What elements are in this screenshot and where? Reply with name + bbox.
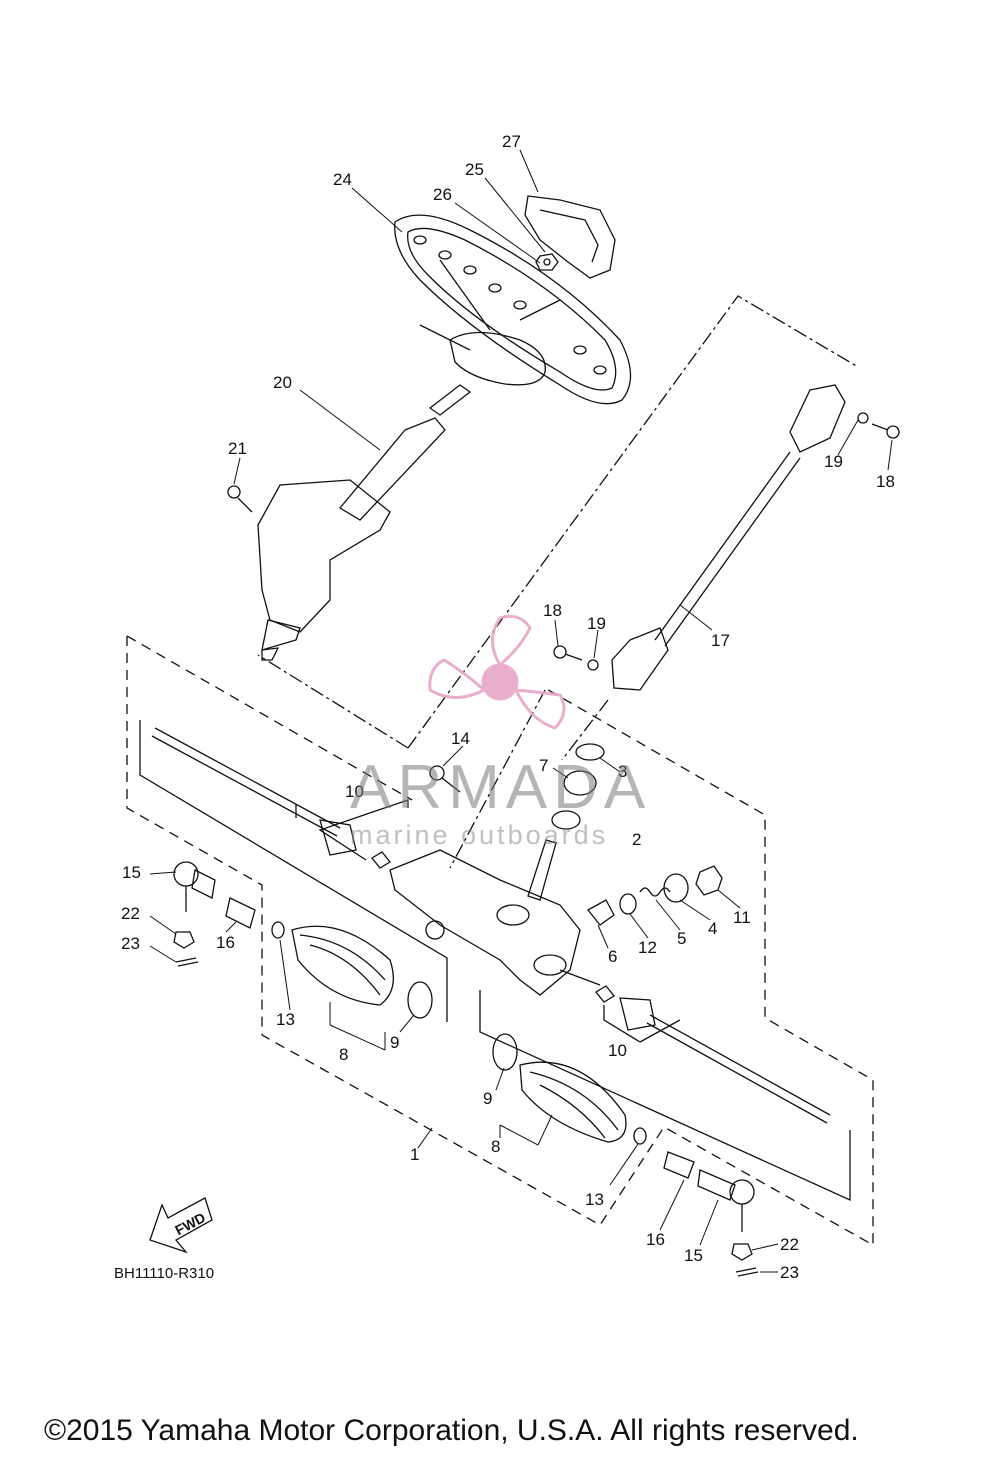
callout-4: 4 [708,919,718,938]
callout-1: 1 [410,1145,420,1164]
boot-clamp [633,1127,647,1145]
nut [535,253,559,271]
bolt [871,423,900,439]
steering-shaft [611,384,846,691]
callout-26: 26 [433,185,452,204]
steering-wheel [394,214,632,405]
callout-16: 16 [216,933,235,952]
callout-10: 10 [345,782,364,801]
callout-19: 19 [824,452,843,471]
tie-rod-end [173,861,216,912]
diagram-code: BH11110-R310 [114,1265,215,1282]
circlip [563,770,597,796]
washer [857,412,869,424]
pinion-gear [527,839,557,901]
callout-17: 17 [711,631,730,650]
callout-16: 16 [646,1230,665,1249]
tie-rod-end [697,1169,755,1232]
callout-13: 13 [585,1190,604,1209]
rack-housing [389,849,601,996]
watermark-brand: ARMADA [350,753,652,822]
boot-clamp [492,1033,518,1071]
adjusting-bolt [663,873,689,903]
callout-8: 8 [339,1045,349,1064]
callout-15: 15 [122,863,141,882]
callout-14: 14 [451,729,470,748]
callout-11: 11 [733,908,751,927]
rack-guide [587,899,615,926]
callout-24: 24 [333,170,352,189]
lock-nut [663,1151,695,1179]
bearing [551,810,581,830]
callout-13: 13 [276,1010,295,1029]
fwd-arrow-icon [149,1197,213,1254]
callout-9: 9 [390,1033,400,1052]
callout-25: 25 [465,160,484,179]
copyright-notice: ©2015 Yamaha Motor Corporation, U.S.A. A… [44,1414,859,1447]
tie-rod [619,997,831,1124]
tie-rod [151,727,357,856]
lock-washer [371,851,391,869]
castle-nut [731,1243,753,1261]
rack-boot [519,1061,627,1143]
callout-6: 6 [608,947,618,966]
callout-9: 9 [483,1089,493,1108]
watermark-logo-icon [428,614,566,730]
callout-22: 22 [780,1235,799,1254]
lock-nut [225,897,256,929]
lock-washer [595,985,615,1003]
boot-clamp [407,981,433,1019]
callout-12: 12 [638,938,657,957]
castle-nut [173,931,195,949]
leader-lines [149,149,893,1273]
bolt [429,765,461,793]
washer [587,659,599,671]
callout-3: 3 [618,762,628,781]
callout-19: 19 [587,614,606,633]
column-assembly-frame [257,654,409,749]
cotter-pin [735,1267,759,1277]
shaft-assembly-frame [407,295,859,749]
callout-8: 8 [491,1137,501,1156]
callout-15: 15 [684,1246,703,1265]
bolt [227,485,253,513]
callout-5: 5 [677,929,687,948]
spring [639,887,671,897]
steering-column [257,384,472,661]
boot-clamp [271,921,285,939]
callout-27: 27 [502,132,521,151]
callout-23: 23 [780,1263,799,1282]
callout-18: 18 [876,472,895,491]
callout-18: 18 [543,601,562,620]
callout-2: 2 [632,830,642,849]
o-ring [619,893,637,915]
callout-7: 7 [539,756,549,775]
cotter-pin [175,957,199,967]
rack-boot [291,925,394,1006]
callout-23: 23 [121,934,140,953]
horn-cover [524,195,616,279]
callout-22: 22 [121,904,140,923]
watermark-tagline: marine outboards [350,820,609,850]
rack-assembly-frame [126,636,874,1247]
bolt [553,645,583,661]
callout-21: 21 [228,439,247,458]
seal [575,743,605,761]
callout-20: 20 [273,373,292,392]
callout-10: 10 [608,1041,627,1060]
